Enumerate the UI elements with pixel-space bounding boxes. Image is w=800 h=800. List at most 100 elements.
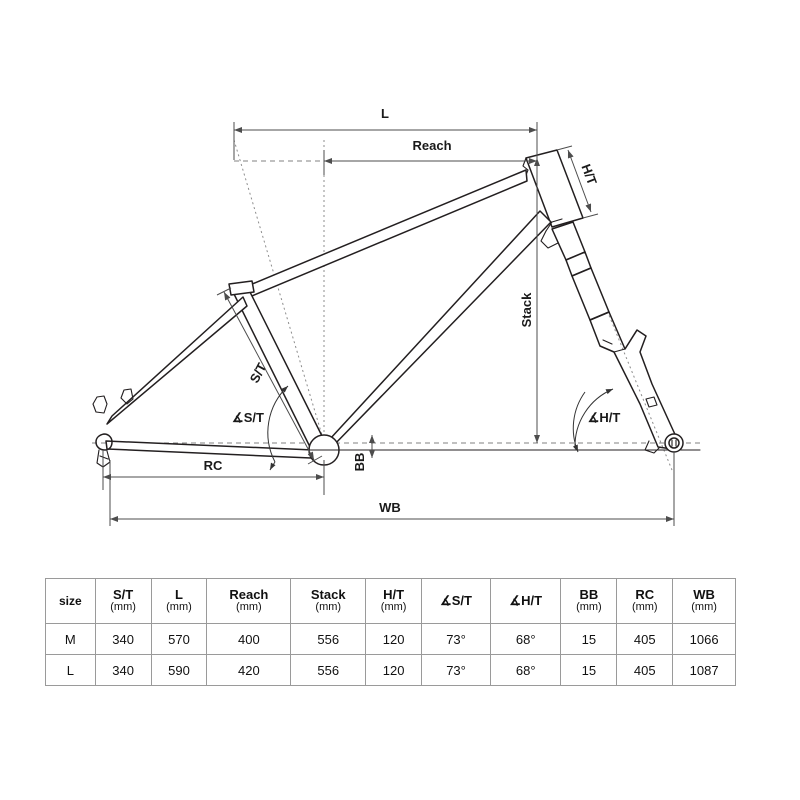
st-dimension-group: S/T (216, 287, 323, 465)
label-stack: Stack (519, 292, 534, 327)
th-reach-label: Reach (229, 587, 269, 603)
seat-tube (232, 289, 331, 456)
cell-size: L (45, 654, 96, 686)
label-st: S/T (247, 360, 270, 385)
rear-hanger-detail (99, 455, 109, 460)
th-angle-st: ∡S/T (421, 578, 491, 624)
angle-st-arc-lower (269, 461, 276, 471)
bb-dimension-group: BB (352, 435, 375, 472)
th-l: L (mm) (150, 578, 208, 624)
cell-reach: 400 (206, 623, 292, 655)
cell-angle-ht: 68° (489, 623, 562, 655)
th-l-label: L (174, 587, 183, 603)
fork-lower-detail (602, 339, 613, 345)
angle-ht-arc-lower (572, 391, 586, 453)
th-bb-unit: (mm) (576, 601, 602, 614)
suspension-fork (540, 218, 684, 454)
cell-rc: 405 (616, 623, 674, 655)
table-row: L 340 590 420 556 120 73° 68° 15 405 108… (45, 654, 736, 686)
ht-extension-bottom (582, 213, 599, 219)
cell-bb: 15 (560, 623, 618, 655)
brake-mount (92, 395, 108, 414)
head-tube (525, 149, 584, 228)
front-axle-inner (668, 437, 680, 449)
th-wb-label: WB (693, 587, 715, 603)
cell-size: M (45, 623, 96, 655)
label-bb: BB (352, 453, 367, 472)
th-stack-unit: (mm) (315, 601, 342, 614)
ht-dimension-line (567, 149, 592, 213)
label-rc: RC (204, 458, 223, 473)
th-rc-unit: (mm) (631, 601, 658, 614)
front-axle-outer (664, 433, 684, 453)
th-wb: WB (mm) (672, 578, 736, 624)
chain-stay (105, 440, 314, 459)
st-extension-top (216, 287, 232, 296)
cell-wb: 1087 (672, 654, 736, 686)
cell-angle-ht: 68° (489, 654, 562, 686)
th-size-label: size (58, 593, 82, 608)
th-l-unit: (mm) (166, 601, 192, 614)
fork-lower-leg (589, 311, 679, 450)
fork-crown-joint (545, 218, 563, 232)
cell-st: 340 (94, 623, 152, 655)
geometry-table-container: size S/T (mm) L (mm) Reach (mm) (45, 578, 736, 686)
th-ht: H/T (mm) (365, 578, 423, 624)
th-ht-label: H/T (383, 587, 405, 603)
cell-stack: 556 (290, 623, 367, 655)
fork-brake-tab (645, 396, 658, 408)
label-wb: WB (379, 500, 401, 515)
label-ht: H/T (578, 162, 600, 187)
cell-st: 340 (94, 654, 152, 686)
label-reach: Reach (412, 138, 451, 153)
fork-crown-shoulder (540, 230, 559, 249)
th-ht-unit: (mm) (380, 601, 407, 614)
dimension-lines: L Reach Stack H/T S/T (102, 106, 675, 526)
angle-ht-group: ∡H/T (572, 388, 621, 453)
cell-wb: 1066 (672, 623, 736, 655)
table-row: M 340 570 400 556 120 73° 68° 15 405 106… (45, 623, 736, 655)
th-st-unit: (mm) (110, 601, 136, 614)
seat-tube-axis (233, 139, 331, 463)
th-st-label: S/T (112, 587, 134, 603)
th-reach: Reach (mm) (206, 578, 292, 624)
geometry-table: size S/T (mm) L (mm) Reach (mm) (45, 578, 736, 686)
cell-angle-st: 73° (421, 623, 491, 655)
cell-ht: 120 (365, 623, 423, 655)
th-bb: BB (mm) (560, 578, 618, 624)
cell-stack: 556 (290, 654, 367, 686)
cell-l: 590 (150, 654, 208, 686)
th-stack: Stack (mm) (290, 578, 367, 624)
th-stack-label: Stack (310, 587, 346, 603)
rear-dropout (95, 433, 113, 451)
th-angle-ht: ∡H/T (489, 578, 562, 624)
cell-bb: 15 (560, 654, 618, 686)
angle-st-arc (267, 385, 289, 463)
table-header-row: size S/T (mm) L (mm) Reach (mm) (45, 578, 736, 624)
st-extension-bottom (307, 455, 323, 465)
seat-tube-collar (228, 280, 255, 296)
cell-rc: 405 (616, 654, 674, 686)
th-size: size (45, 578, 96, 624)
th-wb-unit: (mm) (691, 601, 717, 614)
cell-reach: 420 (206, 654, 292, 686)
th-reach-unit: (mm) (236, 601, 262, 614)
ht-extension-top (556, 145, 573, 151)
front-dropout (644, 440, 661, 454)
cell-ht: 120 (365, 654, 423, 686)
st-dimension-line (223, 291, 315, 461)
th-rc: RC (mm) (616, 578, 674, 624)
th-angle-st-label: ∡S/T (440, 592, 472, 608)
label-l: L (381, 106, 389, 121)
cell-angle-st: 73° (421, 654, 491, 686)
th-st: S/T (mm) (94, 578, 152, 624)
fork-stanchion (571, 267, 610, 321)
brake-mount-post (120, 388, 134, 405)
seat-stay (106, 296, 248, 425)
label-angle-ht: ∡H/T (588, 410, 621, 425)
angle-ht-arc (574, 388, 614, 449)
angle-st-group: ∡S/T (232, 385, 289, 471)
th-rc-label: RC (635, 587, 655, 603)
